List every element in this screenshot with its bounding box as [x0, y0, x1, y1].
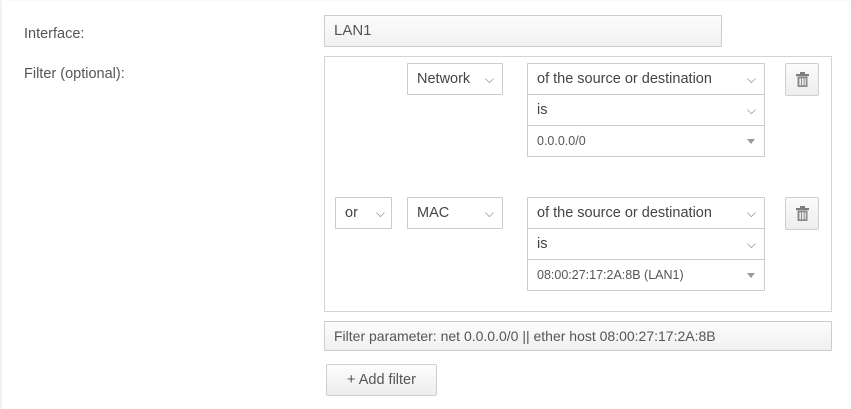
- filter-condition-group: of the source or destination ⌵ is ⌵ 08:0…: [527, 197, 765, 291]
- filter-operator-value: is: [537, 102, 548, 118]
- interface-label: Interface:: [24, 26, 85, 42]
- filter-type-select[interactable]: MAC ⌵: [407, 197, 503, 229]
- chevron-down-icon: ⌵: [484, 206, 494, 220]
- delete-filter-button[interactable]: [785, 63, 819, 96]
- filter-row: Network ⌵ of the source or destination ⌵…: [325, 63, 831, 178]
- filter-condition-group: of the source or destination ⌵ is ⌵ 0.0.…: [527, 63, 765, 157]
- caret-down-icon: [747, 139, 755, 144]
- filter-operator-value: is: [537, 236, 548, 252]
- filter-operator-select[interactable]: is ⌵: [527, 94, 765, 126]
- chevron-down-icon: ⌵: [746, 206, 756, 220]
- filter-conjunction-value: or: [345, 205, 358, 221]
- chevron-down-icon: ⌵: [746, 103, 756, 117]
- delete-filter-button[interactable]: [785, 197, 819, 230]
- filter-scope-select[interactable]: of the source or destination ⌵: [527, 197, 765, 229]
- chevron-down-icon: ⌵: [484, 72, 494, 86]
- add-filter-button[interactable]: + Add filter: [326, 364, 437, 396]
- filter-scope-select[interactable]: of the source or destination ⌵: [527, 63, 765, 95]
- filter-rows-container: Network ⌵ of the source or destination ⌵…: [324, 56, 832, 312]
- trash-icon: [796, 72, 809, 87]
- filter-value-combobox[interactable]: 08:00:27:17:2A:8B (LAN1): [527, 259, 765, 291]
- trash-icon: [796, 206, 809, 221]
- filter-scope-value: of the source or destination: [537, 71, 712, 87]
- filter-scope-value: of the source or destination: [537, 205, 712, 221]
- filter-value-text: 0.0.0.0/0: [537, 134, 586, 148]
- filter-conjunction-select[interactable]: or ⌵: [335, 197, 392, 229]
- filter-type-value: Network: [417, 71, 471, 87]
- chevron-down-icon: ⌵: [746, 237, 756, 251]
- filter-type-value: MAC: [417, 205, 450, 221]
- interface-field[interactable]: LAN1: [324, 15, 722, 47]
- filter-row: or ⌵ MAC ⌵ of the source or destination …: [325, 197, 831, 312]
- filter-value-text: 08:00:27:17:2A:8B (LAN1): [537, 268, 684, 282]
- filter-parameter-display: Filter parameter: net 0.0.0.0/0 || ether…: [324, 321, 832, 351]
- filter-value-combobox[interactable]: 0.0.0.0/0: [527, 125, 765, 157]
- filter-operator-select[interactable]: is ⌵: [527, 228, 765, 260]
- filter-type-select[interactable]: Network ⌵: [407, 63, 503, 95]
- filter-label: Filter (optional):: [24, 66, 125, 82]
- chevron-down-icon: ⌵: [746, 72, 756, 86]
- chevron-down-icon: ⌵: [375, 206, 385, 220]
- caret-down-icon: [747, 273, 755, 278]
